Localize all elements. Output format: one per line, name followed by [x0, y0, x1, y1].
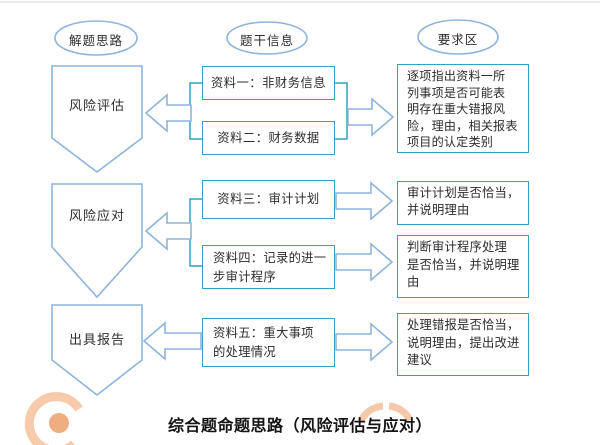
header-middle-label: 题干信息 — [239, 34, 294, 48]
oval-left-header — [54, 20, 138, 56]
material-2-box: 资料二：财务数据 — [202, 121, 335, 155]
pentagon-stage-issue-report — [51, 304, 143, 397]
arrow-left-to-issue-report — [142, 321, 202, 361]
oval-middle-header — [226, 21, 308, 55]
arrow-left-to-risk-assessment — [144, 93, 192, 133]
requirement-2-box: 审计计划是否恰当， 并说明理由 — [397, 181, 529, 225]
material-3-box: 资料三：审计计划 — [202, 180, 335, 219]
bracket-right-materials-1-2 — [335, 82, 348, 140]
arrow-right-to-requirement-3 — [335, 242, 394, 282]
pentagon-stage-risk-response — [51, 183, 143, 299]
stage-issue-report-label: 出具报告 — [68, 332, 125, 347]
arrow-left-to-risk-response — [144, 211, 192, 251]
material-5-box: 资料五：重大事项 的处理情况 — [202, 318, 335, 367]
watermark-arc-caption — [357, 402, 414, 423]
stage-risk-assessment-label: 风险评估 — [68, 98, 125, 113]
requirement-3-box: 判断审计程序处理 是否恰当，并说明理 由 — [397, 235, 529, 298]
stage-risk-response-label: 风险应对 — [68, 208, 125, 223]
header-left-label: 解题思路 — [68, 34, 123, 48]
oval-right-header — [417, 19, 499, 55]
material-1-box: 资料一：非财务信息 — [202, 66, 335, 100]
requirement-1-box: 逐项指出资料一所 列事项是否可能表 明存在重大错报风 险，理由，相关报表 项目的… — [397, 64, 529, 153]
arrow-right-to-requirement-1 — [347, 97, 395, 137]
arrow-right-to-requirement-4 — [335, 322, 394, 362]
material-4-box: 资料四：记录的进一 步审计程序 — [202, 245, 335, 289]
page-edge-line — [0, 1, 600, 3]
watermark-logo-bottom-left — [24, 392, 83, 445]
header-right-label: 要求区 — [437, 33, 479, 47]
diagram-caption: 综合题命题思路（风险评估与应对） — [167, 418, 432, 435]
requirement-4-box: 处理错报是否恰当， 说明理由，提出改进 建议 — [397, 313, 529, 376]
pentagon-stage-risk-assessment — [51, 65, 143, 174]
arrow-right-to-requirement-2 — [335, 181, 394, 221]
